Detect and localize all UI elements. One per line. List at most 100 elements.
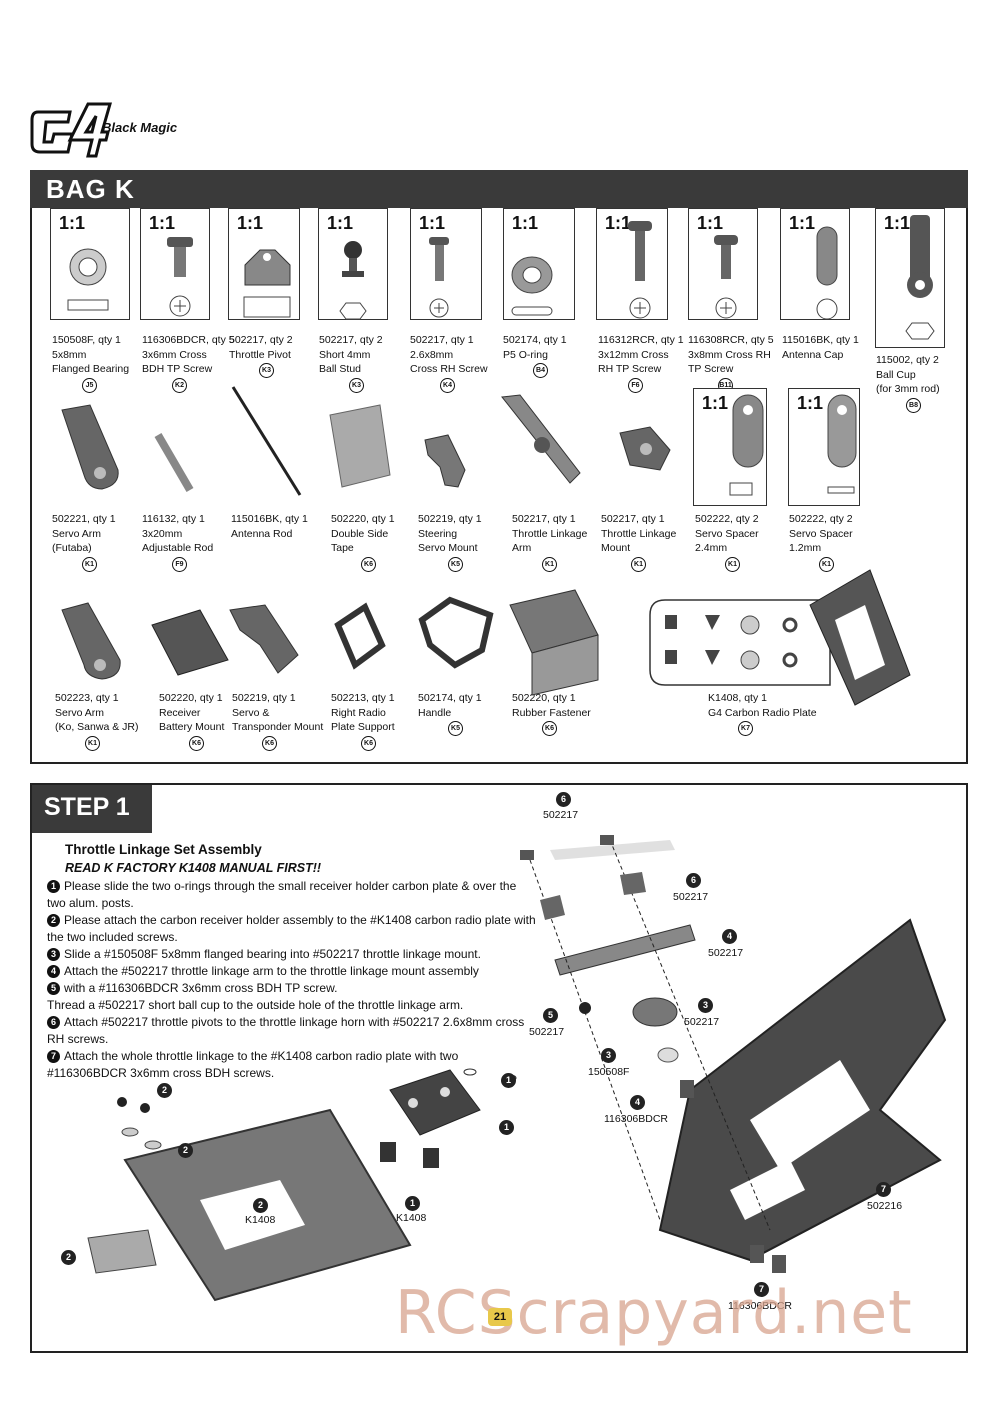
receiver-holder-drawing (380, 1068, 517, 1168)
servo-transponder-mount-drawing (229, 604, 299, 674)
part-r1-5-caption: 502217, qty 1 2.6x8mm Cross RH Screw (410, 334, 488, 375)
step-title-box: STEP 1 (32, 785, 152, 833)
part-r1-7-badge: F6 (628, 377, 643, 393)
label-K1408-plate: K1408 (245, 1214, 276, 1226)
adjustable-rod-drawing (154, 432, 194, 493)
part-r3-2-badge: K6 (189, 735, 204, 751)
receiver-battery-mount-drawing (151, 609, 229, 676)
cross-rh-screw-drawing (429, 237, 449, 318)
callout-6a: 6 (556, 792, 571, 807)
callout-7b: 7 (754, 1282, 769, 1297)
part-r2-6-badge: K1 (542, 556, 557, 572)
instruction-number: 2 (47, 914, 60, 927)
pivot-drawings (520, 835, 694, 1098)
part-r3-3-badge: K6 (262, 735, 277, 751)
instruction-text: Attach the whole throttle linkage to the… (47, 1049, 459, 1080)
callout-5: 5 (543, 1008, 558, 1023)
part-r1-10-caption: 115002, qty 2 Ball Cup (for 3mm rod) (876, 354, 940, 395)
part-r3-5-caption: 502174, qty 1 Handle (418, 692, 482, 719)
callout-2a: 2 (157, 1083, 172, 1098)
bag-title: BAG K (46, 174, 135, 204)
part-r1-8-caption: 116308RCR, qty 5 3x8mm Cross RH TP Screw (688, 334, 774, 375)
instruction-text: with a #116306BDCR 3x6mm cross BDH TP sc… (47, 981, 464, 1012)
part-r1-7-caption: 116312RCR, qty 1 3x12mm Cross RH TP Scre… (598, 334, 684, 375)
ball-cup-drawing (905, 215, 935, 340)
callout-1c: 1 (405, 1196, 420, 1211)
instruction-number: 6 (47, 1016, 60, 1029)
part-r3-6-caption: 502220, qty 1 Rubber Fastener (512, 692, 591, 719)
instruction-text: Please slide the two o-rings through the… (47, 879, 517, 910)
scale-ratio: 1:1 (797, 393, 824, 413)
part-r1-2-caption: 116306BDCR, qty 5 3x6mm Cross BDH TP Scr… (142, 334, 235, 375)
part-r2-4-caption: 502220, qty 1 Double Side Tape (331, 513, 395, 554)
callout-4b: 4 (630, 1095, 645, 1110)
part-r1-4-badge: K3 (349, 377, 364, 393)
part-r1-5-badge: K4 (440, 377, 455, 393)
callout-4a: 4 (722, 929, 737, 944)
scale-ratio: 1:1 (419, 213, 446, 233)
instruction-number: 5 (47, 982, 60, 995)
part-r1-3-badge: K3 (259, 363, 274, 378)
scale-ratio: 1:1 (149, 213, 176, 233)
part-r2-9-badge: K1 (819, 556, 834, 572)
antenna-cap-drawing (816, 226, 838, 320)
part-r3-1-caption: 502223, qty 1 Servo Arm (Ko, Sanwa & JR) (55, 692, 139, 733)
part-r1-10-badge: B8 (906, 397, 921, 413)
carbon-radio-plate-drawing (649, 569, 911, 706)
part-r2-5-caption: 502219, qty 1 Steering Servo Mount (418, 513, 482, 554)
callout-2b: 2 (178, 1143, 193, 1158)
bag-parts-drawings (61, 215, 935, 706)
servo-arm-ko-drawing (61, 602, 121, 680)
scale-ratio: 1:1 (605, 213, 632, 233)
part-r3-3-caption: 502219, qty 1 Servo & Transponder Mount (232, 692, 324, 733)
part-r2-5-badge: K5 (448, 556, 463, 572)
part-r1-6-badge: B4 (533, 363, 548, 378)
label-502216: 502216 (867, 1200, 903, 1212)
step-heading: Throttle Linkage Set Assembly (65, 842, 262, 857)
instruction-number: 7 (47, 1050, 60, 1063)
label-116306-lower: 116306BDCR (728, 1300, 793, 1312)
part-r1-6-caption: 502174, qty 1 P5 O-ring (503, 334, 567, 361)
page-number: 21 (488, 1308, 512, 1326)
instruction-text: Please attach the carbon receiver holder… (47, 913, 536, 944)
part-r3-4-caption: 502213, qty 1 Right Radio Plate Support (331, 692, 395, 733)
part-r2-6-caption: 502217, qty 1 Throttle Linkage Arm (512, 513, 588, 554)
logo-subtitle: Black Magic (102, 120, 178, 135)
ball-stud-drawing (339, 241, 367, 320)
g4-logo-mark (30, 102, 112, 158)
instruction-number: 1 (47, 880, 60, 893)
instruction-number: 4 (47, 965, 60, 978)
servo-spacer-24-drawing (729, 394, 764, 496)
part-r2-7-caption: 502217, qty 1 Throttle Linkage Mount (601, 513, 677, 554)
part-r3-5-badge: K5 (448, 721, 463, 736)
label-502217-mount: 502217 (684, 1016, 720, 1028)
right-radio-plate-support-drawing (334, 602, 386, 670)
part-r2-2-caption: 116132, qty 1 3x20mm Adjustable Rod (142, 513, 214, 554)
callout-6b: 6 (686, 873, 701, 888)
bag-k-header: BAG K (30, 170, 968, 208)
part-r1-2-badge: K2 (172, 377, 187, 393)
step-1-panel (30, 783, 968, 1353)
g4-logo: Black Magic (30, 102, 200, 162)
scale-ratio: 1:1 (237, 213, 264, 233)
callout-2d: 2 (61, 1250, 76, 1265)
part-r2-8-caption: 502222, qty 2 Servo Spacer 2.4mm (695, 513, 759, 554)
receiver-plate-drawing (87, 1097, 412, 1302)
step-subheading: READ K FACTORY K1408 MANUAL FIRST!! (65, 861, 322, 875)
label-502217-pivot: 502217 (673, 891, 709, 903)
label-116306-upper: 116306BDCR (604, 1113, 669, 1125)
scale-ratio: 1:1 (512, 213, 539, 233)
assembly-diagram (87, 835, 947, 1302)
servo-arm-futaba-drawing (61, 404, 119, 490)
part-r2-7-badge: K1 (631, 556, 646, 572)
double-side-tape-drawing (329, 404, 391, 488)
scale-ratio: 1:1 (327, 213, 354, 233)
watermark: RCScrapyard.net (395, 1278, 913, 1348)
callout-2c: 2 (253, 1198, 268, 1213)
scale-ratio: 1:1 (789, 213, 816, 233)
handle-drawing (418, 596, 494, 669)
